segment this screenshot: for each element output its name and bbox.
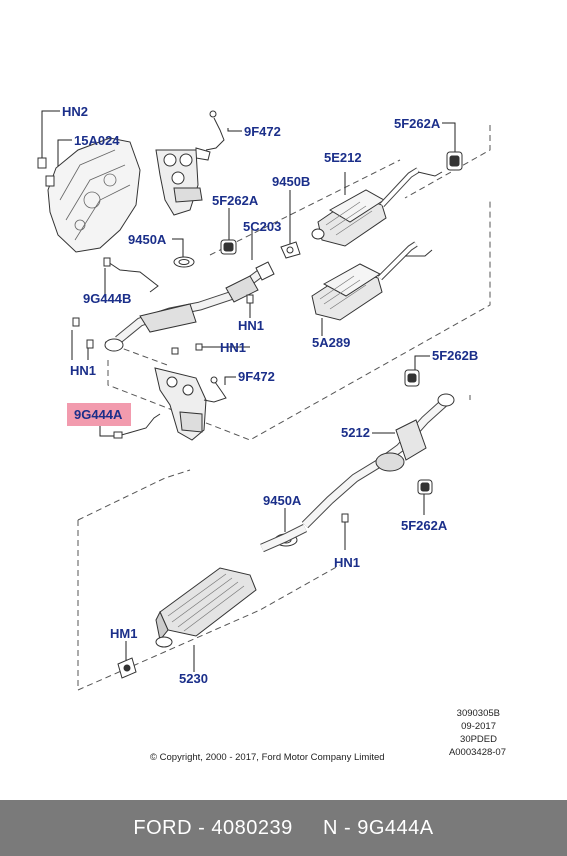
- label-5f262a-top: 5F262A: [394, 116, 441, 131]
- label-5230: 5230: [179, 671, 208, 686]
- meta-ref: A0003428-07: [449, 747, 506, 758]
- oxygen-sensor-top: [195, 110, 225, 161]
- copyright: © Copyright, 2000 - 2017, Ford Motor Com…: [150, 752, 385, 763]
- document-meta: 3090305B 09-2017 30PDED A0003428-07 © Co…: [150, 708, 506, 763]
- part-number-footer: FORD - 4080239 N - 9G444A: [0, 800, 567, 856]
- meta-variant: 30PDED: [460, 734, 497, 745]
- label-hm1: HM1: [110, 626, 137, 641]
- dashed-outline: [77, 125, 491, 691]
- label-9f472-mid: 9F472: [238, 369, 275, 384]
- leader-lines: [41, 110, 456, 672]
- hanger-hm1: [117, 657, 137, 679]
- rear-exhaust-manifold: [154, 367, 207, 441]
- clamp-middle: [220, 239, 237, 255]
- intermediate-pipe-5212: [301, 393, 455, 529]
- label-5f262a-mid: 5F262A: [212, 193, 259, 208]
- exhaust-system-diagram: HN2 15A024 9F472 5F262A 5E212 9450B 5F26…: [37, 104, 506, 763]
- gasket-9450a-top: [173, 256, 195, 268]
- rear-muffler-5230: [155, 523, 308, 648]
- clamp-low: [417, 479, 433, 495]
- part-labels: HN2 15A024 9F472 5F262A 5E212 9450B 5F26…: [62, 104, 478, 686]
- oxygen-sensor-mid: [203, 376, 227, 403]
- label-5f262a-low: 5F262A: [401, 518, 448, 533]
- clamp-5f262b: [404, 369, 420, 387]
- front-exhaust-manifold: [155, 149, 203, 216]
- label-9g444b: 9G444B: [83, 291, 131, 306]
- highlight-box-9g444a: [67, 403, 131, 426]
- clamp-top: [446, 151, 463, 171]
- label-hn1-d: HN1: [334, 555, 360, 570]
- label-9450a-top: 9450A: [128, 232, 167, 247]
- timing-cover: [45, 137, 141, 253]
- footer-text: FORD - 4080239 N - 9G444A: [133, 816, 434, 839]
- sensor-wire-9g444b: [103, 257, 159, 293]
- sensor-9g444a: [113, 413, 161, 439]
- meta-date: 09-2017: [461, 721, 496, 732]
- meta-code: 3090305B: [457, 708, 500, 719]
- label-15a024: 15A024: [74, 133, 120, 148]
- label-5e212: 5E212: [324, 150, 362, 165]
- gasket-9450b: [280, 241, 301, 259]
- bolt-hn1-low: [341, 513, 349, 523]
- catalytic-converter-upper: [311, 167, 443, 247]
- label-9450b: 9450B: [272, 174, 310, 189]
- catalytic-converter-lower: [311, 241, 433, 321]
- front-y-pipe: [104, 261, 275, 352]
- label-9450a-low: 9450A: [263, 493, 302, 508]
- label-hn2: HN2: [62, 104, 88, 119]
- label-hn1-a: HN1: [238, 318, 264, 333]
- label-5f262b: 5F262B: [432, 348, 478, 363]
- label-hn1-c: HN1: [70, 363, 96, 378]
- label-5a289: 5A289: [312, 335, 350, 350]
- label-5c203: 5C203: [243, 219, 281, 234]
- bolts-hn1: [72, 294, 254, 355]
- label-9g444a: 9G444A: [74, 407, 123, 422]
- label-9f472-top: 9F472: [244, 124, 281, 139]
- hn2-bolt: [37, 157, 47, 169]
- label-5212: 5212: [341, 425, 370, 440]
- label-hn1-b: HN1: [220, 340, 246, 355]
